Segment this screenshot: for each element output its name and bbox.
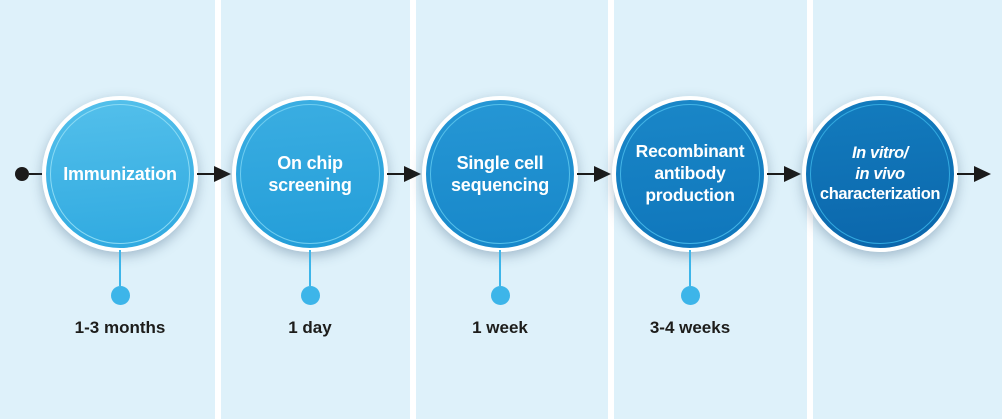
arrow-right-icon: [767, 166, 801, 182]
arrowhead-icon: [404, 166, 421, 182]
arrow-right-icon: [577, 166, 611, 182]
arrow-shaft: [957, 173, 974, 175]
duration-marker-on-chip-screening: 1 day: [240, 250, 380, 338]
step-label-line: On chip: [277, 152, 343, 173]
step-label-line: in vivo: [855, 164, 905, 183]
arrowhead-icon: [214, 166, 231, 182]
arrow-shaft: [767, 173, 784, 175]
timeline-dot-icon: [680, 286, 700, 305]
step-label: On chip screening: [268, 152, 351, 197]
step-label-line: Recombinant: [635, 141, 745, 162]
duration-label: 3-4 weeks: [649, 318, 731, 337]
duration-marker-single-cell-sequencing: 1 week: [430, 250, 570, 338]
step-label: In vitro/ in vivo characterization: [819, 143, 941, 204]
duration-label: 1 week: [472, 318, 528, 337]
step-label: Immunization: [63, 163, 177, 185]
step-label-line: antibody: [654, 163, 726, 184]
step-label-line: production: [645, 184, 735, 205]
arrow-right-icon: [957, 166, 991, 182]
arrow-shaft: [577, 173, 594, 175]
arrowhead-icon: [594, 166, 611, 182]
arrow-shaft: [197, 173, 214, 175]
step-label: Recombinant antibody production: [636, 141, 745, 206]
step-label-line: screening: [268, 175, 352, 195]
flow-start-connector: [15, 167, 43, 181]
marker-line: [499, 250, 501, 286]
timeline-dot-icon: [300, 286, 320, 305]
duration-marker-immunization: 1-3 months: [50, 250, 190, 338]
step-label-line: sequencing: [450, 175, 550, 195]
step-label: Single cell sequencing: [451, 152, 549, 197]
start-dot-icon: [15, 167, 29, 181]
step-circle-recombinant-antibody-production: Recombinant antibody production: [612, 96, 768, 252]
step-circle-on-chip-screening: On chip screening: [232, 96, 388, 252]
connector-line: [29, 173, 43, 175]
step-circle-in-vitro-in-vivo-characterization: In vitro/ in vivo characterization: [802, 96, 958, 252]
step-circle-single-cell-sequencing: Single cell sequencing: [422, 96, 578, 252]
marker-line: [119, 250, 121, 286]
step-label-line: Immunization: [63, 163, 177, 184]
marker-line: [309, 250, 311, 286]
timeline-dot-icon: [490, 286, 510, 305]
arrow-shaft: [387, 173, 404, 175]
arrowhead-icon: [784, 166, 801, 182]
step-label-line: Single cell: [456, 152, 544, 173]
step-circle-immunization: Immunization: [42, 96, 198, 252]
arrowhead-icon: [974, 166, 991, 182]
step-label-line: characterization: [819, 185, 941, 204]
duration-label: 1-3 months: [74, 318, 166, 337]
arrow-right-icon: [197, 166, 231, 182]
step-label-line: In vitro/: [852, 144, 908, 163]
duration-label: 1 day: [288, 318, 332, 337]
duration-marker-recombinant-antibody-production: 3-4 weeks: [620, 250, 760, 338]
timeline-dot-icon: [110, 286, 130, 305]
arrow-right-icon: [387, 166, 421, 182]
marker-line: [689, 250, 691, 286]
